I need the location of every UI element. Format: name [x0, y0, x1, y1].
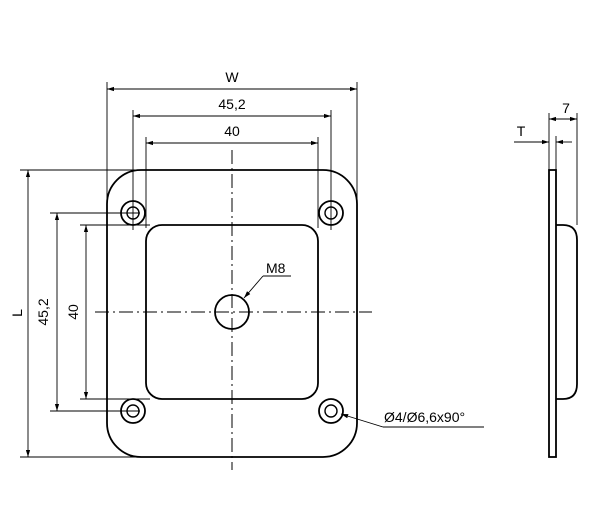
dimension-thickness: T — [514, 123, 572, 145]
plate-outline — [106, 169, 358, 458]
dimension-depth: 7 — [549, 100, 577, 122]
center-thread-circle — [214, 294, 250, 330]
dim-width-label: W — [225, 69, 239, 85]
side-view: 7 T — [514, 100, 578, 458]
center-thread-label: M8 — [266, 260, 286, 276]
dim-vertical-pitch-inner-label: 40 — [65, 304, 81, 320]
side-depth-label: 7 — [562, 100, 570, 116]
dimension-width: W — [106, 69, 358, 200]
dim-length-label: L — [9, 309, 25, 317]
dimension-vertical-pitch-outer: 45,2 — [35, 212, 140, 412]
dim-hole-pitch-outer-label: 45,2 — [218, 96, 245, 112]
center-thread-callout: M8 — [243, 260, 291, 299]
hole-callout-label: Ø4/Ø6,6x90° — [384, 409, 465, 425]
side-boss-profile — [556, 224, 578, 400]
recess-outline — [145, 224, 319, 400]
dimension-length: L — [9, 169, 160, 458]
dim-hole-pitch-inner-label: 40 — [224, 123, 240, 139]
side-thickness-label: T — [517, 123, 526, 139]
hole-bottom-right — [318, 398, 344, 424]
hole-callout: Ø4/Ø6,6x90° — [340, 409, 484, 428]
dimension-vertical-pitch-inner: 40 — [65, 224, 150, 400]
dim-vertical-pitch-outer-label: 45,2 — [35, 298, 51, 325]
dimension-hole-pitch-inner: 40 — [145, 123, 319, 228]
front-view: W 45,2 40 L 45,2 — [9, 69, 484, 470]
side-plate-profile — [548, 169, 557, 458]
